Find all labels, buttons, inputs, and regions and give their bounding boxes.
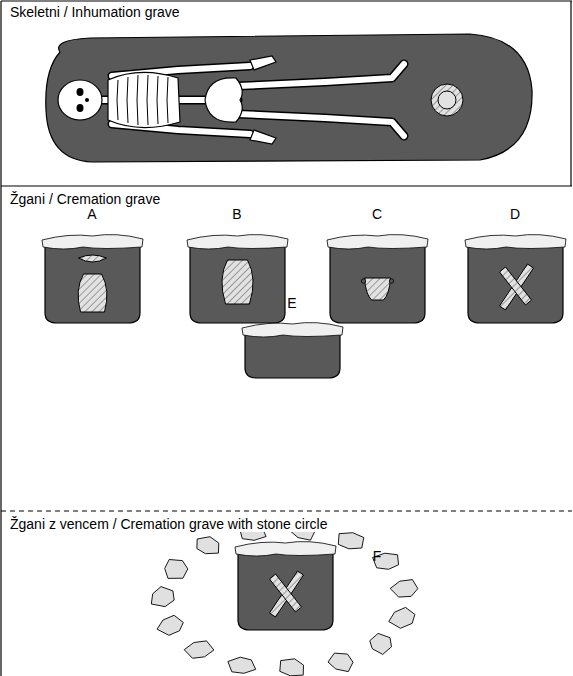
grave-letter: B [232,206,241,222]
cremation-pit [245,332,340,378]
stone [197,537,219,554]
grave-goods [270,571,304,617]
stone [228,657,256,673]
section-heading: Žgani z vencem / Cremation grave with st… [8,516,329,532]
cremation-pit [45,244,140,323]
pot-lug [389,279,393,283]
grave-goods [222,260,253,304]
grave-goods [79,255,107,262]
cremation-pit [330,244,425,323]
topsoil-cap [235,542,336,556]
stone [338,533,364,549]
grave-goods [365,278,391,300]
section-band: Žgani z vencem / Cremation grave with st… [0,512,573,676]
stone [151,587,174,607]
section-band: Žgani / Cremation grave [0,187,573,510]
cremation-pit [468,244,563,323]
cremation-pit [238,551,333,630]
stone [157,615,183,635]
topsoil-cap [327,235,428,249]
topsoil-cap [242,323,343,337]
topsoil-cap [187,235,288,249]
stone [370,633,392,654]
section-heading: Žgani / Cremation grave [8,191,162,207]
section-heading: Skeletni / Inhumation grave [8,4,182,20]
pot-lug [361,279,365,283]
stone [390,580,418,598]
stone [389,607,415,628]
stone [184,641,214,658]
section-band: Skeletni / Inhumation grave [0,0,573,186]
stone [328,653,353,672]
grave-letter: A [87,206,96,222]
grave-letter: D [510,206,520,222]
grave-goods [500,264,534,310]
grave-letter: C [372,206,382,222]
topsoil-cap [42,235,143,249]
stone [280,659,304,676]
grave-goods [500,267,532,305]
grave-letter: F [373,548,382,564]
grave-goods [78,274,107,312]
topsoil-cap [465,235,566,249]
grave-goods [270,574,302,612]
stone [165,560,188,579]
grave-letter: E [287,295,296,311]
cremation-pit [190,244,285,323]
